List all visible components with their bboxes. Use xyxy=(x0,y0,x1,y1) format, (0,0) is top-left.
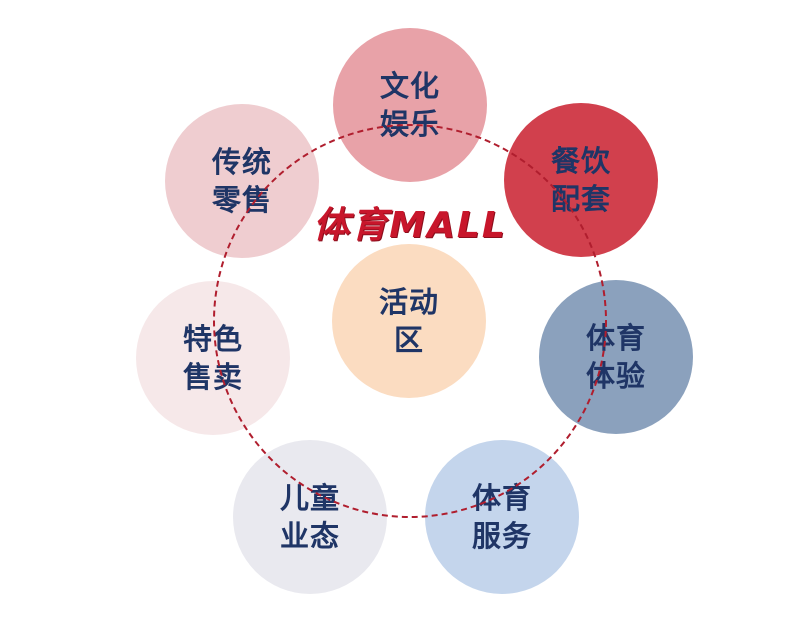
node-label-line2: 娱乐 xyxy=(379,107,440,141)
node-culture-entertainment: 文化 娱乐 xyxy=(333,28,487,182)
ring-circle xyxy=(213,124,607,518)
center-title: 体育MALL xyxy=(313,205,507,246)
node-dining: 餐饮 配套 xyxy=(504,103,658,257)
node-traditional-retail: 传统 零售 xyxy=(165,104,319,258)
node-label-line2: 区 xyxy=(393,323,424,357)
node-label-line1: 餐饮 xyxy=(550,144,611,178)
node-label-line2: 零售 xyxy=(211,183,272,217)
node-label-line2: 体验 xyxy=(585,359,646,393)
node-label-line1: 体育 xyxy=(471,481,532,515)
node-label-line2: 售卖 xyxy=(182,360,243,394)
node-label-line1: 体育 xyxy=(585,321,646,355)
node-label-line1: 文化 xyxy=(379,69,440,103)
node-label-line2: 服务 xyxy=(471,519,532,553)
node-label-line1: 活动 xyxy=(378,285,439,319)
node-label-line1: 儿童 xyxy=(279,481,340,515)
node-sports-service: 体育 服务 xyxy=(425,440,579,594)
node-activity-area: 活动 区 xyxy=(332,244,486,398)
node-label-line1: 传统 xyxy=(211,145,272,179)
node-label-line2: 业态 xyxy=(279,519,340,553)
node-specialty-sales: 特色 售卖 xyxy=(136,281,290,435)
node-sports-experience: 体育 体验 xyxy=(539,280,693,434)
node-label-line2: 配套 xyxy=(550,182,611,216)
node-label-line1: 特色 xyxy=(182,322,243,356)
node-kids-business: 儿童 业态 xyxy=(233,440,387,594)
